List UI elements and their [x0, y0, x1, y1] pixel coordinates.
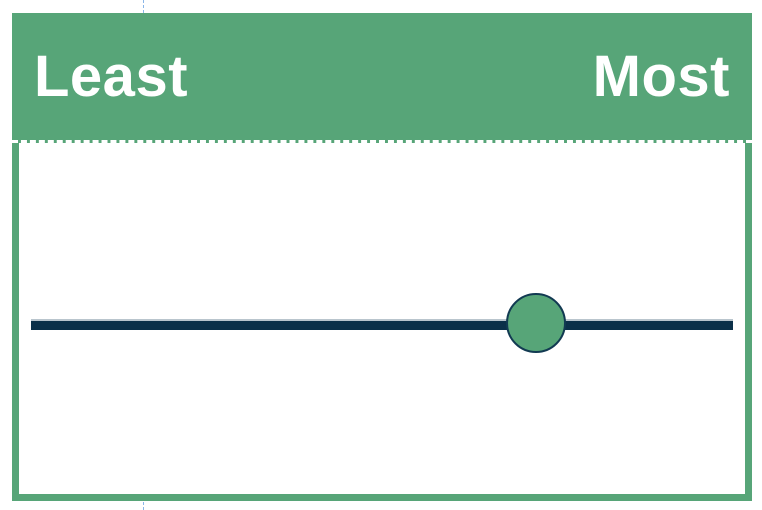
- slider-track-highlight: [31, 319, 733, 321]
- slider-knob-handle[interactable]: [506, 293, 567, 353]
- header-dashed-divider: [12, 140, 752, 143]
- scale-header: Least Most: [12, 13, 752, 141]
- green-panel-frame: Least Most: [12, 13, 752, 501]
- slider-track[interactable]: [31, 321, 733, 330]
- scale-label-least: Least: [34, 44, 189, 109]
- scale-label-most: Most: [592, 44, 730, 109]
- slide-body-area: [19, 143, 745, 494]
